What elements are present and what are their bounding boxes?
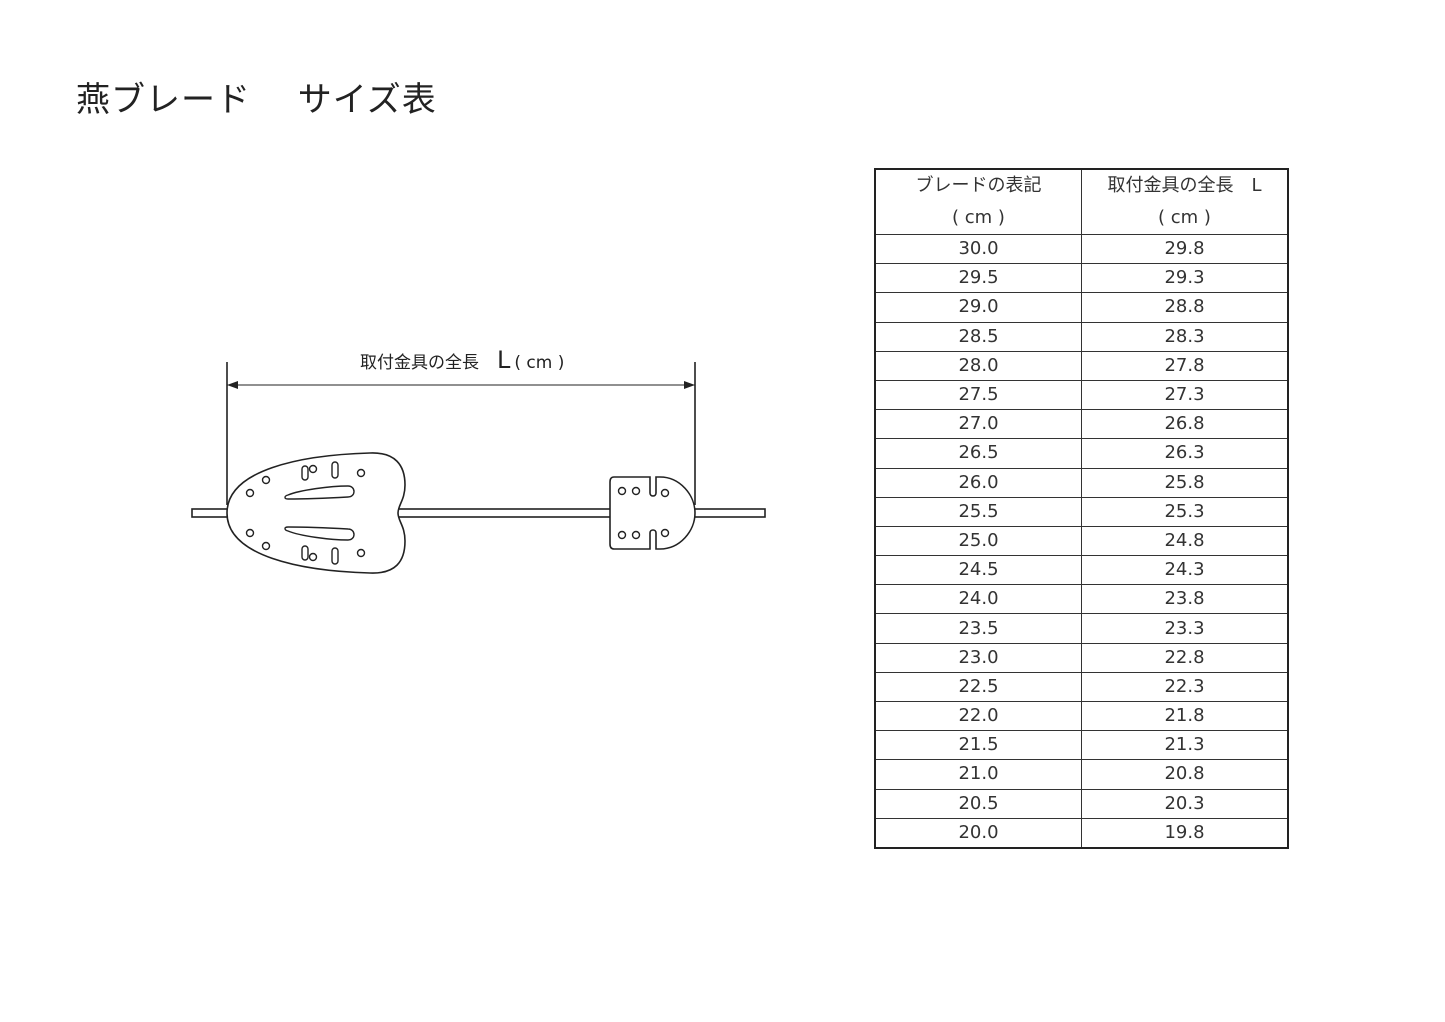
blade-size-cell: 26.0 (874, 467, 1082, 498)
mount-length-cell: 28.3 (1081, 321, 1289, 352)
blade-size-cell: 25.0 (874, 525, 1082, 557)
blade-size-cell: 30.0 (874, 233, 1082, 265)
mount-length-cell: 27.3 (1081, 379, 1289, 411)
blade-size-cell: 24.0 (874, 584, 1082, 615)
mount-length-cell: 22.8 (1081, 642, 1289, 673)
mount-length-cell: 29.3 (1081, 263, 1289, 294)
blade-size-cell: 23.0 (874, 642, 1082, 673)
rod (191, 508, 766, 518)
dimension-symbol: L (497, 346, 511, 374)
dimension-label: 取付金具の全長 L( cm ) (360, 346, 564, 374)
blade-size-cell: 25.5 (874, 496, 1082, 527)
mount-length-cell: 23.3 (1081, 613, 1289, 644)
toe-plate-holes (245, 461, 366, 565)
heel-plate-holes (617, 486, 670, 540)
blade-size-cell: 24.5 (874, 555, 1082, 586)
blade-size-cell: 20.5 (874, 788, 1082, 819)
header-unit: ( cm ) (952, 207, 1005, 228)
mount-length-cell: 25.8 (1081, 467, 1289, 498)
mount-length-cell: 23.8 (1081, 584, 1289, 615)
mount-length-cell: 26.3 (1081, 438, 1289, 469)
mount-length-cell: 24.8 (1081, 525, 1289, 557)
mount-length-cell: 20.8 (1081, 759, 1289, 790)
mount-length-cell: 24.3 (1081, 555, 1289, 586)
mount-length-cell: 26.8 (1081, 409, 1289, 440)
mount-length-cell: 20.3 (1081, 788, 1289, 819)
header-mount-length: 取付金具の全長 L ( cm ) (1081, 168, 1289, 235)
mount-length-cell: 19.8 (1081, 817, 1289, 849)
page-title: 燕ブレード サイズ表 (76, 80, 437, 120)
blade-size-cell: 22.0 (874, 700, 1082, 732)
mount-length-cell: 29.8 (1081, 233, 1289, 265)
blade-size-cell: 29.5 (874, 263, 1082, 294)
header-unit: ( cm ) (1158, 207, 1211, 228)
blade-size-cell: 29.0 (874, 292, 1082, 323)
mount-length-cell: 27.8 (1081, 350, 1289, 381)
header-blade-size: ブレードの表記 ( cm ) (874, 168, 1082, 235)
header-label: 取付金具の全長 L (1107, 175, 1262, 196)
dimension-label-text: 取付金具の全長 (360, 353, 479, 373)
blade-size-cell: 27.0 (874, 409, 1082, 440)
mount-length-cell: 21.3 (1081, 730, 1289, 761)
blade-size-cell: 20.0 (874, 817, 1082, 849)
heel-plate (609, 476, 696, 550)
blade-size-cell: 28.0 (874, 350, 1082, 381)
blade-size-cell: 28.5 (874, 321, 1082, 352)
toe-plate (226, 452, 406, 574)
blade-size-cell: 27.5 (874, 379, 1082, 411)
header-label: ブレードの表記 (915, 175, 1042, 196)
arrow-left-icon (227, 381, 238, 389)
blade-size-cell: 22.5 (874, 671, 1082, 703)
mount-length-cell: 28.8 (1081, 292, 1289, 323)
blade-size-cell: 21.0 (874, 759, 1082, 790)
table-header-row: ブレードの表記 ( cm ) 取付金具の全長 L ( cm ) (874, 168, 1289, 235)
blade-size-cell: 21.5 (874, 730, 1082, 761)
arrow-right-icon (684, 381, 695, 389)
dimension-unit: ( cm ) (514, 353, 565, 373)
mount-length-cell: 25.3 (1081, 496, 1289, 527)
blade-size-cell: 23.5 (874, 613, 1082, 644)
blade-size-cell: 26.5 (874, 438, 1082, 469)
mount-length-cell: 22.3 (1081, 671, 1289, 703)
mount-length-cell: 21.8 (1081, 700, 1289, 732)
